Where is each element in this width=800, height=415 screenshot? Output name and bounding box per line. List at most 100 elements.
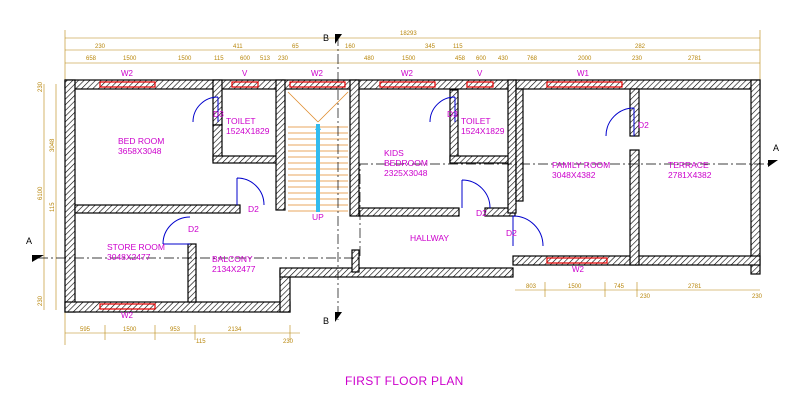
door-swing-terrace: [605, 107, 635, 137]
room-size-store: 3048X2477: [107, 252, 151, 262]
dim-top1: 345: [425, 44, 436, 50]
door-swing-kids: [461, 179, 491, 209]
room-name-kids-1: KIDS: [384, 148, 404, 158]
dim-top2: 658: [86, 56, 97, 62]
dim-top2: 513: [260, 56, 271, 62]
dim-top1: 115: [453, 44, 463, 50]
dim-top2: 1500: [178, 56, 192, 62]
stair-up-label: UP: [312, 212, 324, 222]
door-label: D3: [213, 109, 224, 119]
doors: D2 D2 D2 D2 D2 D3 D3: [162, 96, 649, 247]
door-label: D2: [248, 204, 259, 214]
door-label: D2: [476, 208, 487, 218]
dim-top2: 458: [455, 56, 466, 62]
room-name-family: FAMILY ROOM: [552, 160, 610, 170]
room-size-bed-room: 3658X3048: [118, 146, 162, 156]
window-family-bottom: [546, 257, 608, 264]
dim-bottom-right: 745: [614, 284, 625, 290]
walls: [64, 79, 761, 313]
dim-top1: 65: [292, 44, 299, 50]
window-label: W2: [572, 265, 585, 274]
staircase: UP: [287, 91, 349, 222]
section-arrow-a-right: [768, 160, 778, 167]
dim-top1: 230: [95, 44, 106, 50]
dim-top2: 768: [527, 56, 538, 62]
dim-left: 6100: [38, 186, 44, 200]
door-label: D2: [188, 224, 199, 234]
stair-arrow: [315, 124, 321, 130]
window-label: W2: [121, 311, 134, 320]
window-family: [546, 81, 623, 88]
dim-overall: 18293: [400, 31, 417, 37]
window-label: W2: [121, 69, 134, 78]
door-swing-store: [162, 216, 191, 245]
stair-landing-diagonals: [287, 91, 349, 123]
stair-center-mark: [316, 124, 320, 212]
dim-bottom-right: 803: [526, 284, 537, 290]
window-label: V: [477, 69, 483, 78]
room-name-kids-2: BEDROOM: [384, 158, 428, 168]
room-size-kids: 2325X3048: [384, 168, 428, 178]
room-name-toilet-2: TOILET: [461, 116, 491, 126]
door-swing-family: [512, 215, 544, 247]
room-size-balcony: 2134X2477: [212, 264, 256, 274]
section-mark-b-bottom: B: [323, 316, 329, 326]
door-label: D3: [447, 109, 458, 119]
dim-left: 115: [50, 202, 56, 212]
section-mark-a-right: A: [773, 143, 779, 153]
vent-toilet-1: [231, 81, 259, 88]
dim-bottom-left: 1500: [123, 327, 137, 333]
section-mark-b-top: B: [323, 33, 329, 43]
plan-title: FIRST FLOOR PLAN: [345, 374, 464, 388]
dim-bottom-right: 1500: [568, 284, 582, 290]
dim-top2: 1500: [123, 56, 137, 62]
dim-bottom-right: 230: [752, 294, 763, 300]
windows: W2 V W2 W2 V W1 W2 W2: [99, 69, 623, 320]
dim-top2: 430: [498, 56, 509, 62]
dim-top1: 282: [635, 44, 646, 50]
window-label: W2: [311, 69, 324, 78]
dim-top2: 1500: [402, 56, 416, 62]
dim-top1: 411: [233, 44, 243, 50]
dimension-text: 18293 230 411 65 160 345 115 282 658 150…: [38, 31, 763, 345]
dim-top2: 230: [632, 56, 643, 62]
dim-top2: 2781: [688, 56, 702, 62]
dim-left: 230: [38, 81, 44, 92]
room-size-family: 3048X4382: [552, 170, 596, 180]
room-size-terrace: 2781X4382: [668, 170, 712, 180]
section-arrow-b-bottom: [335, 312, 342, 322]
section-mark-a-left: A: [26, 236, 32, 246]
dim-bottom-right: 230: [640, 294, 651, 300]
window-label: W1: [577, 69, 590, 78]
dim-left: 230: [38, 295, 44, 306]
door-label: D2: [506, 228, 517, 238]
dimension-lines: [43, 30, 761, 345]
section-lines: A A B B: [26, 33, 779, 326]
room-labels: BED ROOM 3658X3048 TOILET 1524X1829 KIDS…: [107, 116, 712, 274]
dim-top2: 2000: [578, 56, 592, 62]
section-arrow-a-left: [32, 255, 44, 262]
window-bedroom: [99, 81, 156, 88]
dim-top2: 480: [364, 56, 375, 62]
window-label: W2: [401, 69, 414, 78]
room-name-store: STORE ROOM: [107, 242, 165, 252]
window-stair: [289, 81, 346, 88]
window-kids: [379, 81, 436, 88]
room-name-balcony: BALCONY: [212, 254, 253, 264]
window-label: V: [242, 69, 248, 78]
dim-bottom-left: 595: [80, 327, 91, 333]
dim-top2: 600: [240, 56, 251, 62]
dim-left: 3048: [50, 138, 56, 152]
room-name-bed-room: BED ROOM: [118, 136, 164, 146]
vent-toilet-2: [466, 81, 494, 88]
room-size-toilet-1: 1524X1829: [226, 126, 270, 136]
dim-bottom-left: 953: [170, 327, 181, 333]
door-swing-bedroom: [236, 177, 265, 206]
door-label: D2: [638, 120, 649, 130]
dim-bottom-left: 230: [283, 339, 294, 345]
dim-bottom-left: 2134: [228, 327, 242, 333]
dim-top1: 160: [345, 44, 356, 50]
dim-top2: 230: [278, 56, 289, 62]
dim-bottom-right: 2781: [688, 284, 702, 290]
window-store: [99, 303, 156, 310]
